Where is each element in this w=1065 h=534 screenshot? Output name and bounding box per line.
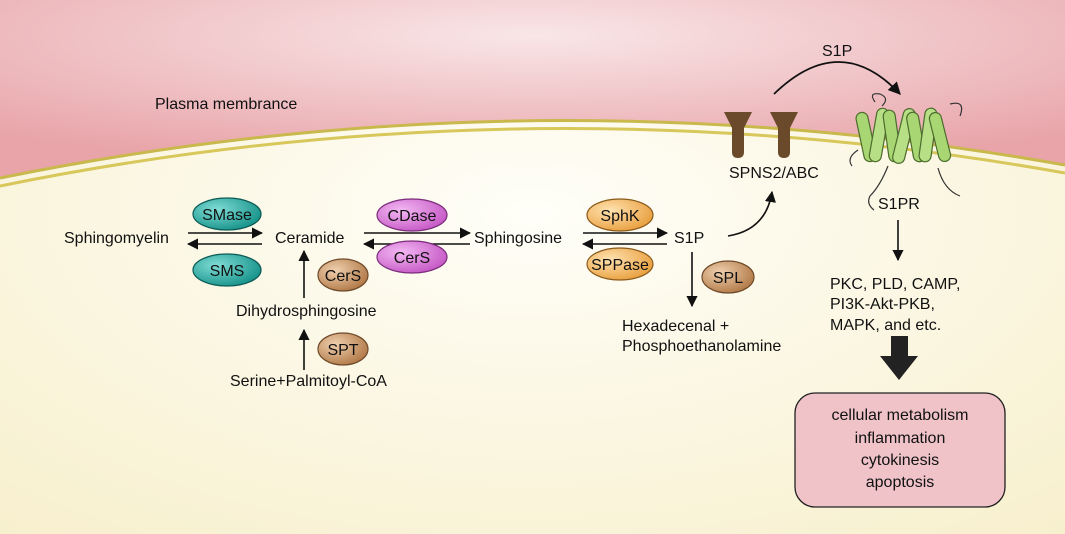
cers-enzyme-top xyxy=(376,240,448,274)
signaling-line-2: PI3K-Akt-PKB, xyxy=(830,296,935,313)
thick-downstream-arrow xyxy=(880,336,918,380)
smase-enzyme xyxy=(192,197,262,231)
signaling-line-3: MAPK, and etc. xyxy=(830,317,941,334)
spt-label: SPT xyxy=(327,342,358,359)
cers-enzyme-side xyxy=(317,258,369,292)
outcome-line-2: inflammation xyxy=(855,430,946,447)
cers-label-side: CerS xyxy=(325,268,361,285)
sphingosine-label: Sphingosine xyxy=(474,230,562,247)
cers-label-top: CerS xyxy=(394,250,430,267)
outcome-box xyxy=(794,392,1006,508)
sphk-enzyme xyxy=(586,198,654,232)
s1p-to-receptor-arrow xyxy=(773,61,901,95)
sppase-label: SPPase xyxy=(591,257,649,274)
sphingomyelin-label: Sphingomyelin xyxy=(64,230,169,247)
cdase-label: CDase xyxy=(388,208,437,225)
spt-enzyme xyxy=(317,332,369,366)
phosphoethanolamine-label: Phosphoethanolamine xyxy=(622,338,781,355)
outcome-line-4: apoptosis xyxy=(866,474,935,491)
spl-enzyme xyxy=(701,260,755,294)
transporter-label: SPNS2/ABC xyxy=(729,165,819,182)
sms-enzyme xyxy=(192,253,262,287)
s1p-label: S1P xyxy=(674,230,704,247)
s1pr-receptor xyxy=(849,93,963,211)
cdase-enzyme xyxy=(376,198,448,232)
outcome-line-3: cytokinesis xyxy=(861,452,939,469)
sphk-label: SphK xyxy=(600,208,639,225)
outcome-line-1: cellular metabolism xyxy=(832,407,969,424)
sms-label: SMS xyxy=(210,263,245,280)
signaling-line-1: PKC, PLD, CAMP, xyxy=(830,276,960,293)
membrane-inner-line xyxy=(0,127,1065,188)
dihydrosphingosine-label: Dihydrosphingosine xyxy=(236,303,377,320)
extracellular-background xyxy=(0,0,1065,178)
spns2-abc-transporter xyxy=(724,112,798,158)
serine-palmitoyl-coa-label: Serine+Palmitoyl-CoA xyxy=(230,373,387,390)
s1p-extracellular-label: S1P xyxy=(822,43,852,60)
sppase-enzyme xyxy=(586,247,654,281)
ceramide-label: Ceramide xyxy=(275,230,344,247)
spl-label: SPL xyxy=(713,270,743,287)
receptor-label: S1PR xyxy=(878,196,920,213)
s1p-export-arrow xyxy=(727,190,776,237)
membrane-label: Plasma membrance xyxy=(155,96,297,113)
hexadecenal-label: Hexadecenal + xyxy=(622,318,729,335)
smase-label: SMase xyxy=(202,207,252,224)
